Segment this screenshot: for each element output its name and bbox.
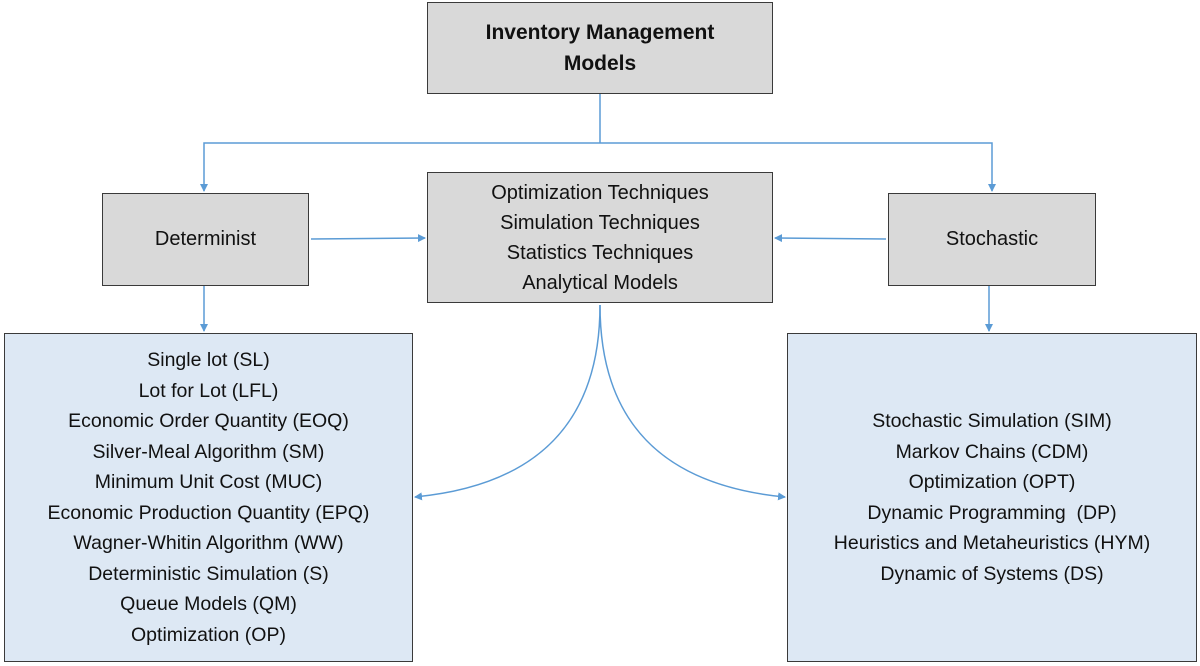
list-item: Optimization (OPT) bbox=[908, 471, 1076, 493]
list-item: Silver-Meal Algorithm (SM) bbox=[92, 440, 325, 463]
technique-item: Statistics Techniques bbox=[506, 241, 694, 264]
list-item: Single lot (SL) bbox=[147, 349, 270, 371]
stochastic-models-list: Stochastic Simulation (SIM) Markov Chain… bbox=[787, 333, 1197, 662]
list-item: Markov Chains (CDM) bbox=[895, 440, 1089, 463]
determinist-box: Determinist bbox=[102, 193, 309, 286]
techniques-box: Optimization Techniques Simulation Techn… bbox=[427, 172, 773, 303]
list-item: Economic Production Quantity (EPQ) bbox=[47, 501, 370, 524]
list-item: Dynamic Programming (DP) bbox=[867, 501, 1117, 524]
techniques-to-deterministic-models-curve bbox=[414, 304, 601, 501]
deterministic-models-list: Single lot (SL) Lot for Lot (LFL) Econom… bbox=[4, 333, 413, 662]
list-item: Economic Order Quantity (EOQ) bbox=[68, 410, 349, 432]
inventory-management-models-box: Inventory Management Models bbox=[427, 2, 773, 94]
stochastic-to-techniques-arrow bbox=[774, 234, 887, 243]
list-item: Heuristics and Metaheuristics (HYM) bbox=[833, 532, 1151, 554]
list-item: Queue Models (QM) bbox=[120, 593, 297, 615]
technique-item: Analytical Models bbox=[522, 271, 678, 294]
techniques-to-stochastic-models-curve bbox=[599, 304, 786, 501]
technique-item: Simulation Techniques bbox=[500, 211, 700, 234]
stochastic-box: Stochastic bbox=[888, 193, 1096, 286]
technique-item: Optimization Techniques bbox=[491, 181, 709, 204]
list-item: Wagner-Whitin Algorithm (WW) bbox=[73, 532, 344, 554]
list-item: Minimum Unit Cost (MUC) bbox=[94, 471, 323, 493]
list-item: Optimization (OP) bbox=[131, 623, 286, 646]
stochastic-label: Stochastic bbox=[945, 228, 1039, 250]
root-title-line-2: Models bbox=[563, 52, 637, 75]
list-item: Deterministic Simulation (S) bbox=[88, 562, 329, 585]
list-item: Stochastic Simulation (SIM) bbox=[872, 410, 1112, 432]
list-item: Lot for Lot (LFL) bbox=[138, 379, 279, 402]
determinist-label: Determinist bbox=[154, 228, 257, 250]
list-item: Dynamic of Systems (DS) bbox=[880, 562, 1104, 585]
root-title-line-1: Inventory Management bbox=[485, 21, 715, 44]
determinist-to-techniques-arrow bbox=[310, 234, 426, 243]
